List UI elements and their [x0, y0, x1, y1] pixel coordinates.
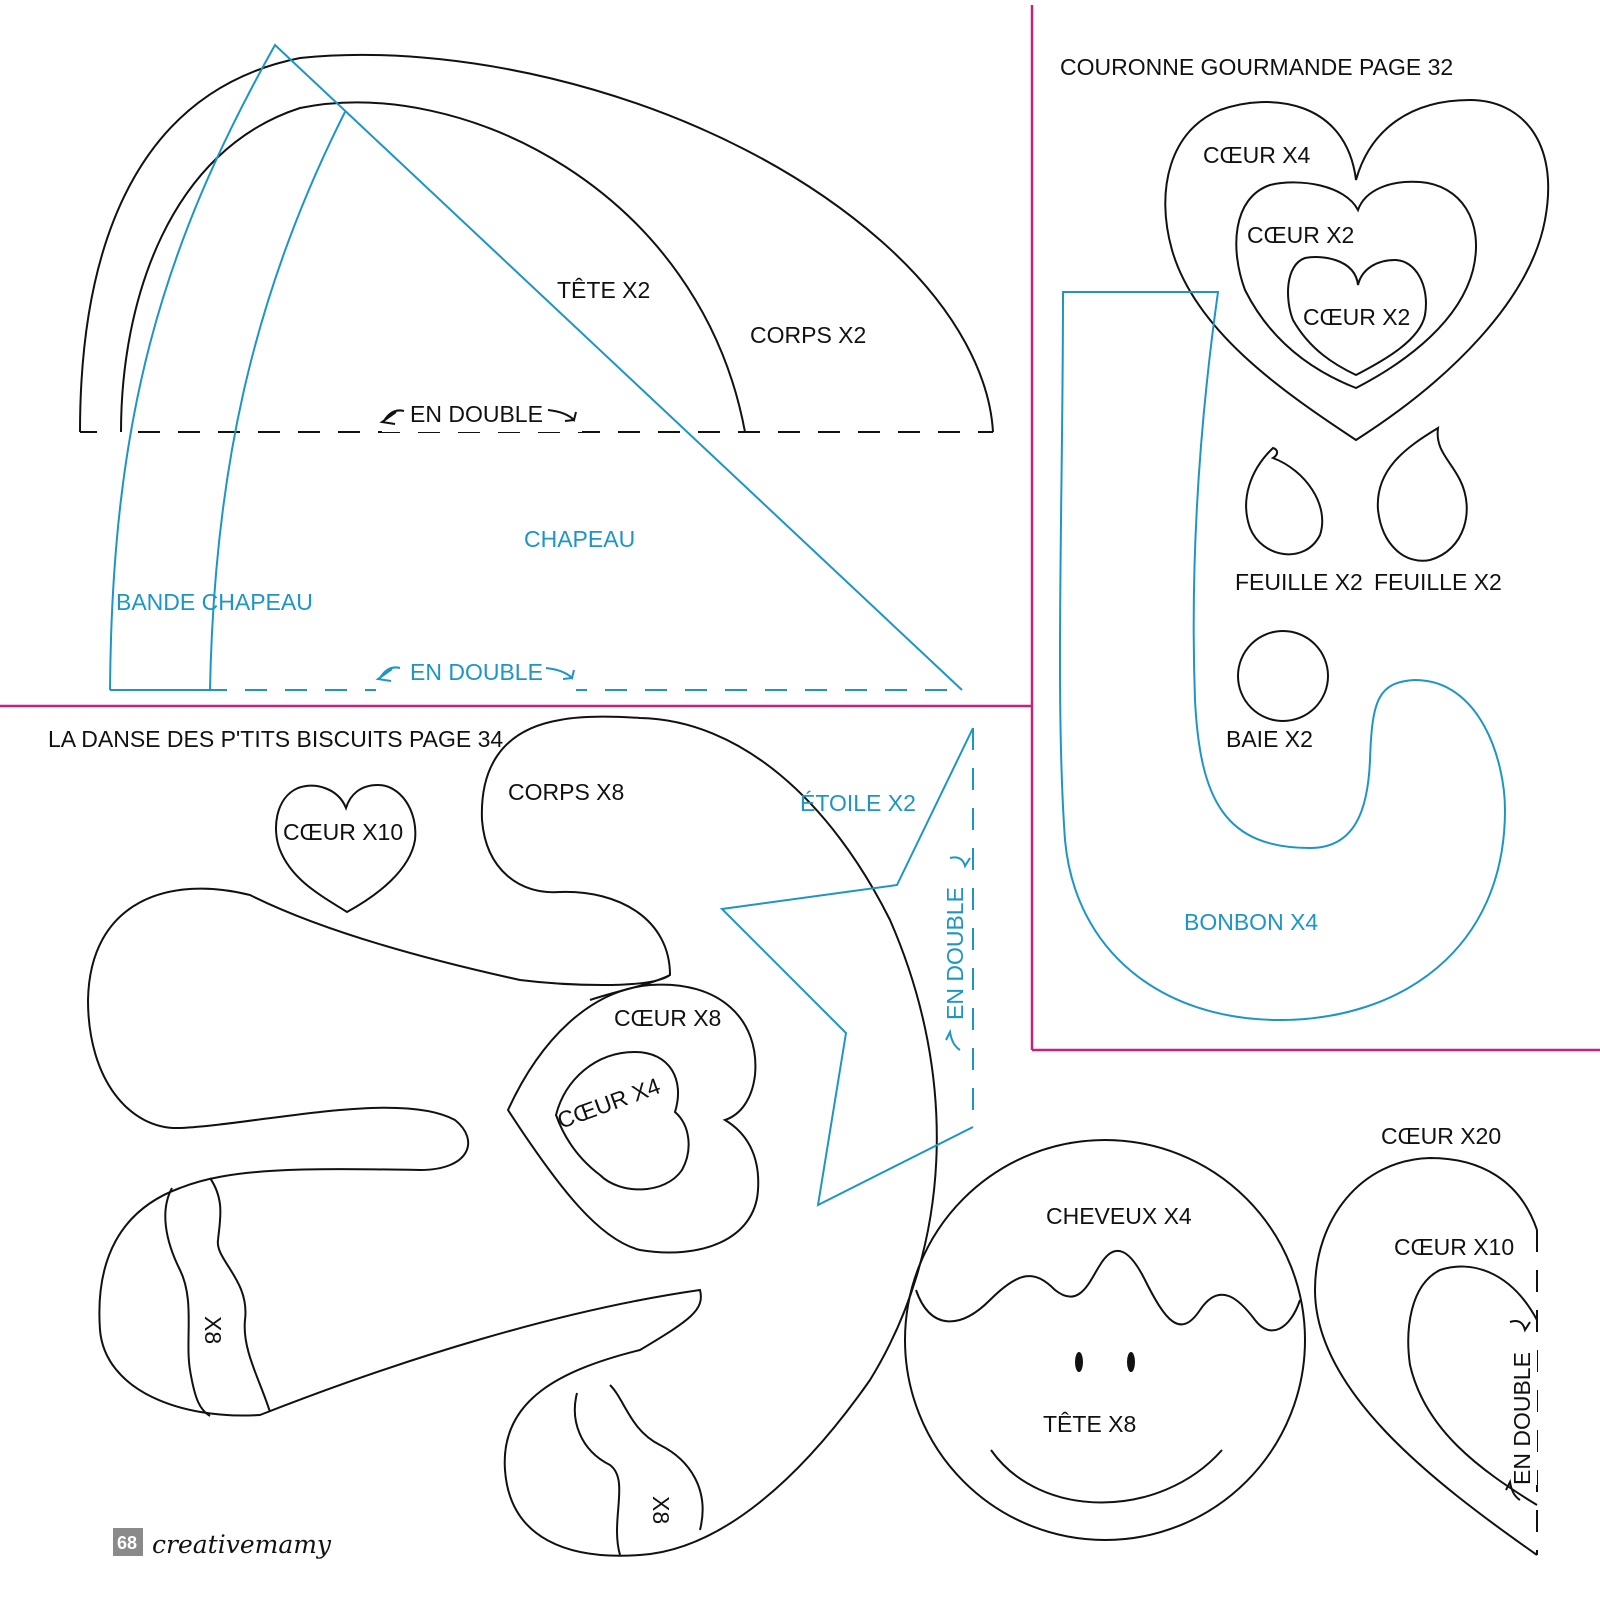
- coeur-mid-label: CŒUR X2: [1247, 222, 1354, 248]
- feuille-right-label: FEUILLE X2: [1374, 569, 1502, 595]
- smile: [990, 1449, 1223, 1504]
- corps-outline: [79, 53, 994, 433]
- baie-circle: [1237, 630, 1329, 722]
- fold-label-right-bg: [1507, 1335, 1537, 1485]
- eye-right: [1127, 1352, 1135, 1372]
- x8-left-label: X8: [200, 1316, 226, 1344]
- bonbon-outline: [1058, 291, 1507, 1022]
- arrow-left-icon: [1505, 1478, 1521, 1501]
- leg-right-band: [573, 1384, 704, 1556]
- fold-label-blue: EN DOUBLE: [410, 659, 543, 685]
- coeur-x4: [554, 1050, 690, 1191]
- coeur-x20-half: [1313, 1156, 1538, 1556]
- arrow-left-icon: [945, 1028, 961, 1051]
- arrow-left-icon: [375, 666, 401, 682]
- cheveux-outline: [915, 1250, 1301, 1332]
- coeur-x4-label: CŒUR X4: [554, 1072, 664, 1133]
- etoile-outline: [719, 727, 974, 1207]
- coeur-small: [1287, 256, 1427, 377]
- tete-circle: [904, 1139, 1306, 1541]
- bande-chapeau-inner: [209, 111, 346, 691]
- etoile-label: ÉTOILE X2: [800, 790, 916, 816]
- chapeau-label: CHAPEAU: [524, 526, 635, 552]
- feuille-left-label: FEUILLE X2: [1235, 569, 1363, 595]
- danse-title: LA DANSE DES P'TITS BISCUITS PAGE 34: [48, 726, 503, 752]
- arrow-right-icon: [547, 409, 577, 422]
- arrow-right-icon: [1509, 1320, 1531, 1333]
- coeur-big: [1164, 98, 1550, 442]
- coeur-big-label: CŒUR X4: [1203, 142, 1311, 168]
- corps-biscuit-outline: [86, 715, 938, 1557]
- corps-x8-label: CORPS X8: [508, 779, 624, 805]
- eye-left: [1075, 1352, 1083, 1372]
- feuille-left: [1245, 446, 1324, 556]
- feuille-right: [1376, 426, 1468, 562]
- corps-label: CORPS X2: [750, 322, 866, 348]
- brand-logo: creativemamy: [152, 1530, 332, 1559]
- arrow-right-icon: [949, 856, 971, 869]
- bonbon-label: BONBON X4: [1184, 909, 1318, 935]
- arrow-left-icon: [379, 409, 405, 425]
- tete-label: TÊTE X2: [557, 277, 650, 303]
- x8-right-label: X8: [648, 1496, 674, 1524]
- bande-chapeau-label: BANDE CHAPEAU: [116, 589, 313, 615]
- chapeau-outline: [109, 43, 963, 691]
- coeur-x10-right-label: CŒUR X10: [1394, 1234, 1514, 1260]
- tete-x8-label: TÊTE X8: [1043, 1411, 1136, 1437]
- fold-label-black: EN DOUBLE: [410, 401, 543, 427]
- fold-label-blue-bg: [376, 657, 576, 691]
- coeur-x10-top: [275, 783, 417, 914]
- leg-left-band: [164, 1177, 271, 1417]
- tete-outline: [120, 101, 746, 433]
- coeur-x8: [506, 983, 760, 1254]
- fold-label-star-bg: [940, 860, 970, 1060]
- fold-label-star: EN DOUBLE: [942, 887, 968, 1020]
- coeur-small-label: CŒUR X2: [1303, 304, 1410, 330]
- coeur-x10-top-label: CŒUR X10: [283, 819, 403, 845]
- coeur-x8-label: CŒUR X8: [614, 1005, 721, 1031]
- page-number: 68: [117, 1533, 137, 1553]
- fold-label-bg: [382, 398, 582, 432]
- arrow-right-icon: [545, 667, 575, 680]
- coeur-mid: [1235, 180, 1478, 390]
- coeur-x10-half: [1407, 1265, 1538, 1506]
- fold-label-right: EN DOUBLE: [1509, 1352, 1535, 1485]
- cheveux-label: CHEVEUX X4: [1046, 1203, 1192, 1229]
- coeur-x20-label: CŒUR X20: [1381, 1123, 1501, 1149]
- baie-label: BAIE X2: [1226, 726, 1313, 752]
- couronne-title: COURONNE GOURMANDE PAGE 32: [1060, 54, 1453, 80]
- page-number-badge: [113, 1528, 143, 1556]
